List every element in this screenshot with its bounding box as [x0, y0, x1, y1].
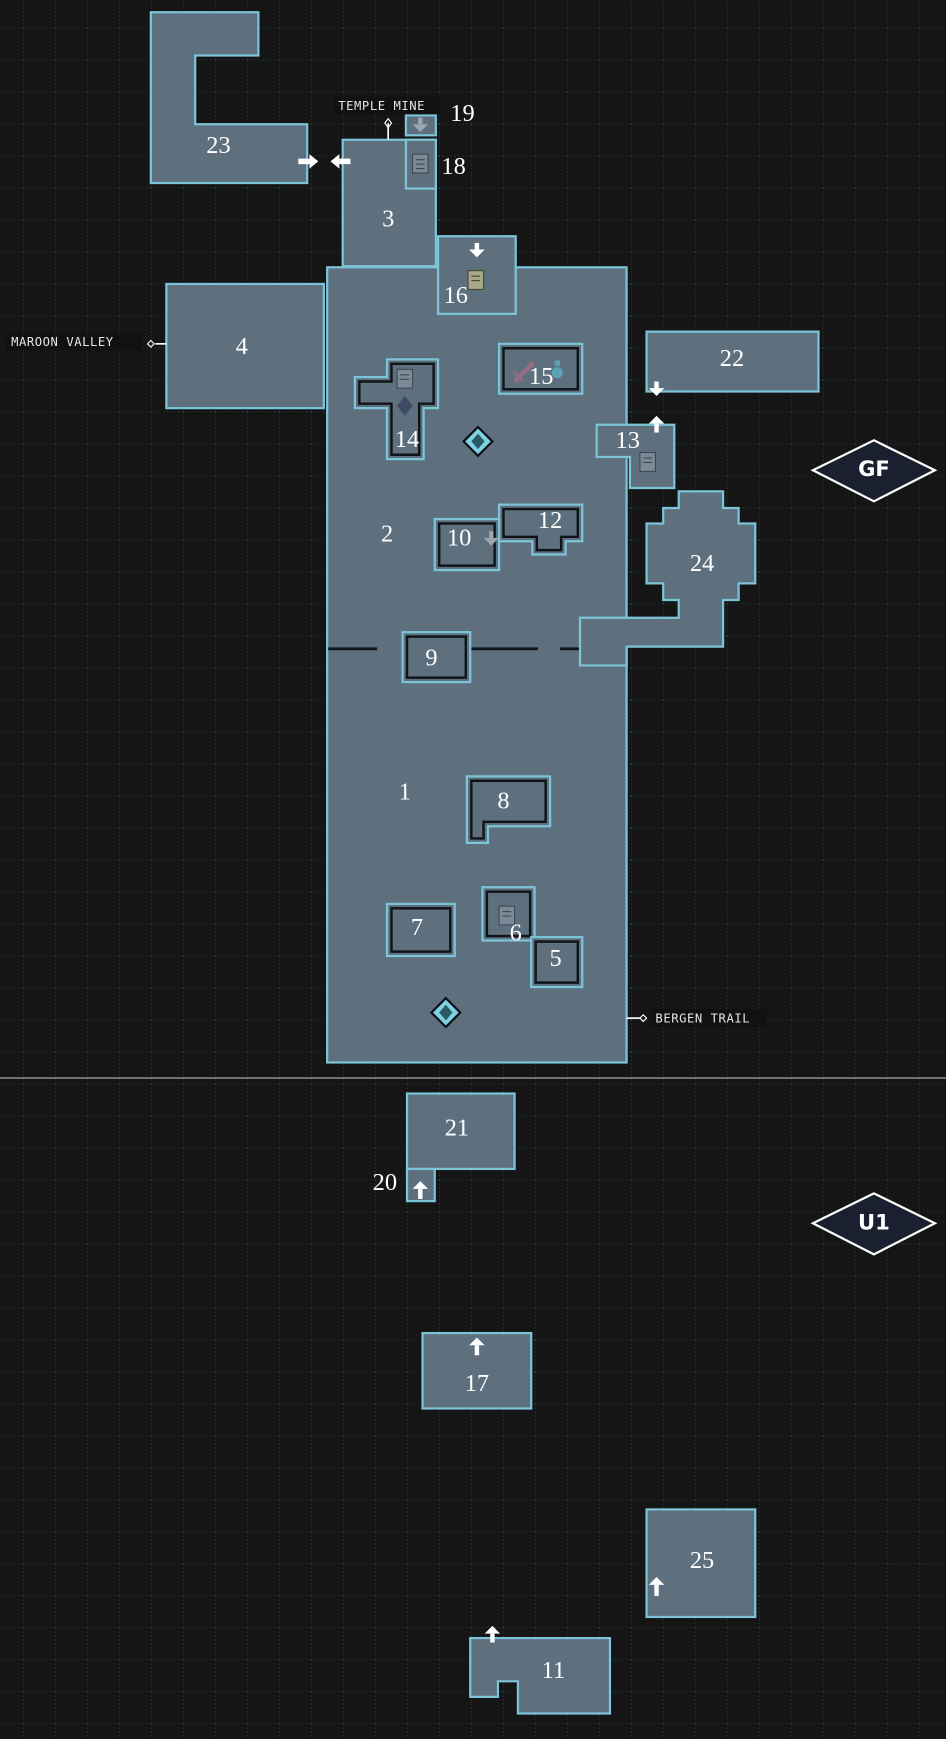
- room-number: 23: [206, 132, 230, 159]
- room-10-wall: [437, 522, 496, 567]
- room-13[interactable]: [595, 423, 676, 490]
- room-number: 25: [690, 1547, 714, 1574]
- arrow-up-icon[interactable]: [412, 1181, 429, 1199]
- arrow-up-icon[interactable]: [469, 1337, 485, 1356]
- exit-label: MAROON VALLEY: [11, 335, 114, 349]
- arrow-up-icon[interactable]: [648, 1577, 665, 1596]
- arrow-down-icon[interactable]: [483, 531, 500, 546]
- room-main-2-1[interactable]: [326, 266, 628, 1064]
- room-number: 16: [444, 282, 468, 309]
- room-21[interactable]: [405, 1092, 516, 1171]
- exit-label: BERGEN TRAIL: [655, 1012, 750, 1026]
- save-crystal-icon[interactable]: [462, 425, 494, 458]
- exit-bergen-trail[interactable]: BERGEN TRAIL: [626, 1009, 767, 1027]
- room-24[interactable]: [578, 490, 757, 667]
- room-7-wall: [390, 907, 452, 953]
- room-8-wall: [470, 779, 547, 840]
- room-6-wall: [485, 890, 532, 938]
- room-number: 18: [441, 153, 465, 180]
- save-crystal-icon[interactable]: [429, 996, 462, 1029]
- room-number: 19: [450, 100, 474, 127]
- room-number: 8: [497, 788, 509, 815]
- room-15[interactable]: [497, 342, 584, 395]
- room-number: 13: [616, 427, 640, 454]
- room-14[interactable]: [353, 358, 440, 461]
- floor-label: GF: [858, 456, 890, 481]
- room-number: 2: [381, 520, 393, 547]
- room-number: 22: [720, 345, 744, 372]
- floor-label: U1: [858, 1209, 890, 1234]
- scale-icon[interactable]: [397, 395, 413, 416]
- sword-icon[interactable]: [512, 361, 536, 384]
- floor-badge-u1[interactable]: U1: [810, 1192, 938, 1256]
- room-number: 4: [236, 333, 248, 360]
- room-9[interactable]: [401, 631, 472, 684]
- room-22[interactable]: [645, 330, 820, 393]
- room-14-wall: [358, 362, 435, 456]
- room-number: 15: [529, 363, 553, 390]
- scroll-icon[interactable]: [396, 368, 414, 389]
- scroll-icon[interactable]: [639, 451, 656, 472]
- room-10[interactable]: [433, 517, 501, 572]
- room-12-wall: [502, 507, 580, 552]
- room-number: 10: [447, 525, 471, 552]
- room-number: 20: [373, 1169, 397, 1196]
- room-number: 1: [399, 779, 411, 806]
- room-number: 7: [411, 914, 423, 941]
- arrow-down-icon[interactable]: [469, 242, 485, 258]
- scroll-icon[interactable]: [412, 153, 429, 174]
- room-number: 11: [542, 1657, 565, 1684]
- exit-label: TEMPLE MINE: [338, 99, 425, 113]
- arrow-right-icon[interactable]: [298, 154, 319, 169]
- room-8[interactable]: [465, 775, 552, 844]
- scroll-icon[interactable]: [467, 270, 485, 291]
- room-number: 17: [465, 1370, 489, 1397]
- room-number: 21: [445, 1115, 469, 1142]
- room-number: 5: [550, 945, 562, 972]
- arrow-up-icon[interactable]: [648, 415, 665, 433]
- scroll-icon[interactable]: [498, 905, 516, 926]
- room-9-wall: [405, 635, 468, 679]
- room-number: 9: [425, 644, 437, 671]
- room-number: 6: [510, 920, 522, 947]
- room-25[interactable]: [645, 1508, 757, 1619]
- room-number: 24: [690, 550, 714, 577]
- arrow-down-icon[interactable]: [648, 381, 665, 396]
- room-5-wall: [534, 940, 580, 984]
- room-15-wall: [502, 347, 580, 391]
- exit-maroon-valley[interactable]: MAROON VALLEY: [6, 332, 167, 351]
- arrow-left-icon[interactable]: [330, 154, 351, 169]
- room-number: 12: [538, 507, 562, 534]
- arrow-down-icon[interactable]: [412, 117, 429, 132]
- potion-icon[interactable]: [551, 360, 563, 379]
- room-number: 14: [395, 426, 419, 453]
- arrow-up-icon[interactable]: [484, 1625, 501, 1643]
- room-number: 3: [382, 205, 394, 232]
- room-5[interactable]: [530, 936, 584, 989]
- floor-badge-gf[interactable]: GF: [810, 439, 938, 503]
- room-7[interactable]: [385, 902, 456, 958]
- exit-temple-mine[interactable]: TEMPLE MINE: [333, 96, 441, 140]
- room-11[interactable]: [469, 1636, 612, 1715]
- room-23[interactable]: [149, 11, 309, 185]
- room-4[interactable]: [165, 282, 325, 410]
